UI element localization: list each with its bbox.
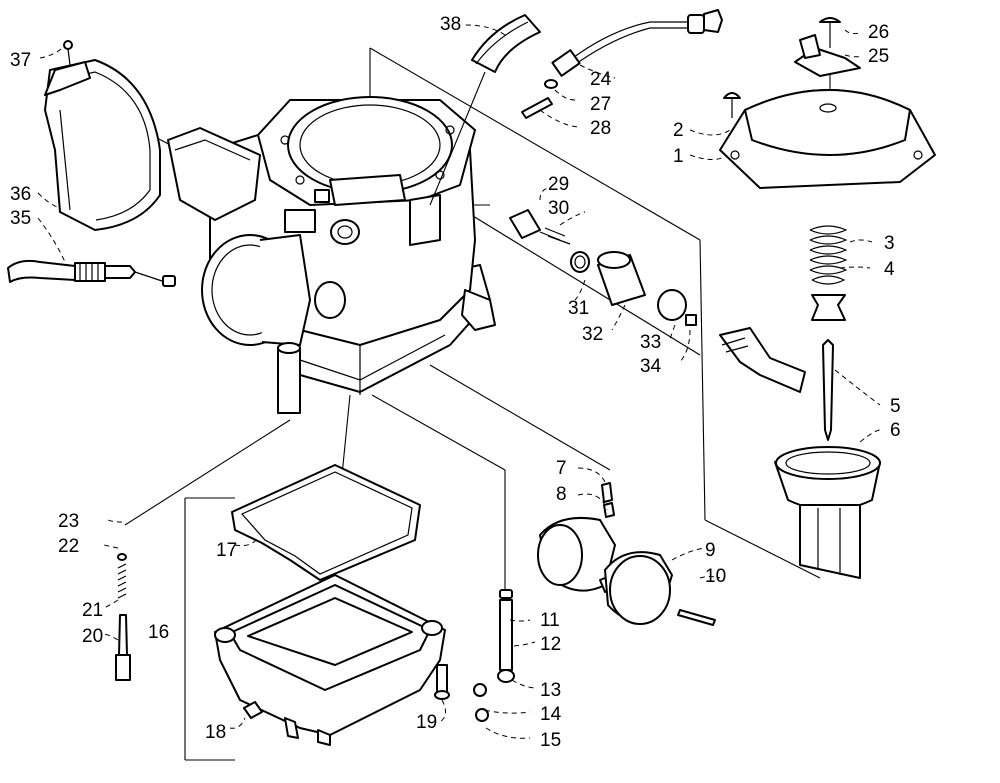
callout-12: 12 [540,634,561,655]
carburetor-body [167,96,496,414]
callout-24: 24 [590,69,612,90]
callout-30: 30 [548,198,569,219]
callout-1: 1 [673,146,684,167]
jet-parts [115,553,515,722]
callout-2: 2 [673,120,684,141]
callout-16: 16 [148,622,169,643]
float-parts [537,482,716,626]
callout-7: 7 [556,458,567,479]
callout-9: 9 [705,540,716,561]
top-cap [719,17,936,189]
callout-8: 8 [556,484,567,505]
throttle-cable [521,9,723,119]
intake-cover [44,40,161,231]
callout-3: 3 [884,233,895,254]
slide-assembly [774,225,881,579]
callout-18: 18 [205,722,226,743]
callout-13: 13 [540,680,561,701]
callout-6: 6 [890,420,901,441]
callout-4: 4 [884,259,895,280]
float-bowl [214,464,450,746]
callout-25: 25 [868,46,889,67]
callout-34: 34 [640,356,662,377]
callout-11: 11 [540,610,560,631]
callout-labels: 1 2 3 4 5 6 7 8 9 10 11 12 13 14 15 16 1… [10,14,901,751]
callout-31: 31 [568,298,589,319]
callout-10: 10 [705,566,726,587]
choke-cable [7,259,176,287]
callout-26: 26 [868,22,889,43]
callout-28: 28 [590,118,611,139]
callout-37: 37 [10,50,31,71]
callout-5: 5 [890,396,901,417]
callout-leaders [37,24,881,739]
callout-15: 15 [540,730,561,751]
vent-hose [429,14,541,206]
callout-38: 38 [440,14,461,35]
callout-32: 32 [582,324,603,345]
callout-21: 21 [82,600,103,621]
callout-29: 29 [548,174,569,195]
callout-33: 33 [640,332,661,353]
inlet-parts [509,209,806,393]
callout-36: 36 [10,184,31,205]
callout-35: 35 [10,208,31,229]
callout-19: 19 [416,712,437,733]
callout-20: 20 [82,626,103,647]
callout-23: 23 [58,511,79,532]
callout-22: 22 [58,536,79,557]
callout-14: 14 [540,704,562,725]
callout-27: 27 [590,94,611,115]
callout-17: 17 [216,540,237,561]
